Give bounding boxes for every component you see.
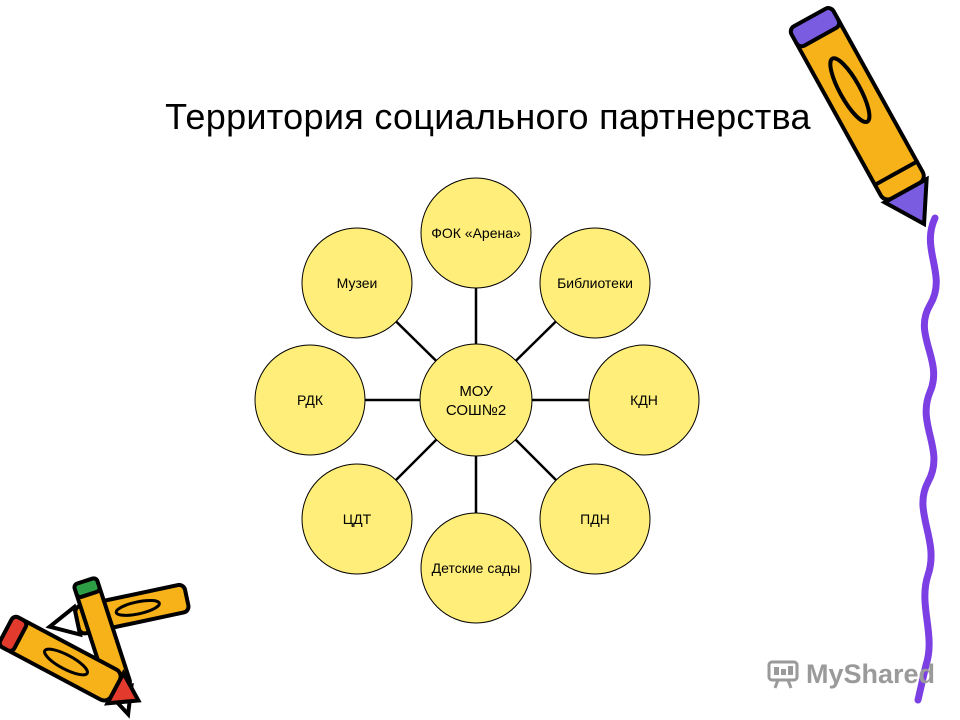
node-cdt: ЦДТ (301, 463, 413, 575)
pencil-cap (72, 576, 102, 600)
slide-title: Территория социального партнерства (165, 96, 811, 137)
node-circle (301, 463, 413, 575)
node-label: ФОК «Арена» (431, 225, 521, 241)
node-circle (588, 344, 700, 456)
pencil-cap (0, 614, 29, 653)
watermark-text: MyShared (806, 658, 936, 689)
squiggle-line (914, 214, 940, 704)
watermark: MyShared (766, 654, 935, 694)
node-label: Музеи (337, 275, 378, 291)
node-circle (420, 512, 532, 624)
pencil-highlight (43, 647, 89, 677)
pencil-tip (103, 669, 142, 706)
pencil-highlight (114, 598, 161, 617)
pencil-highlight (828, 56, 872, 124)
node-label: Библиотеки (557, 275, 633, 291)
node-circle (539, 227, 651, 339)
pencil-cap (788, 6, 842, 49)
node-rdk: РДК (254, 344, 366, 456)
center-circle (419, 343, 533, 457)
pencil-band (873, 159, 918, 187)
node-label: ЦДТ (343, 511, 372, 527)
pencil-tip (880, 175, 929, 228)
node-center: МОУ СОШ№2 (419, 343, 533, 457)
center-label-line1: МОУ (459, 383, 493, 400)
node-circle (254, 344, 366, 456)
node-circle (539, 463, 651, 575)
node-museums: Музеи (301, 227, 413, 339)
node-circle (420, 177, 532, 289)
node-label: ПДН (580, 511, 610, 527)
node-label: РДК (297, 392, 324, 408)
node-circle (301, 227, 413, 339)
center-label-line2: СОШ№2 (446, 402, 506, 419)
node-label: КДН (630, 392, 658, 408)
node-fok: ФОК «Арена» (420, 177, 532, 289)
presentation-board-icon (767, 660, 799, 689)
pencil-diagonal (0, 614, 142, 706)
pencil-top-right-icon (788, 6, 929, 228)
pencil-horizontal (45, 582, 191, 638)
node-kindergartens: Детские сады (420, 512, 532, 624)
node-pdn: ПДН (539, 463, 651, 575)
node-libraries: Библиотеки (539, 227, 651, 339)
pencil-tip (45, 603, 83, 638)
node-label: Детские сады (432, 560, 521, 576)
node-kdn: КДН (588, 344, 700, 456)
pencils-bottom-left-icon (0, 576, 191, 719)
